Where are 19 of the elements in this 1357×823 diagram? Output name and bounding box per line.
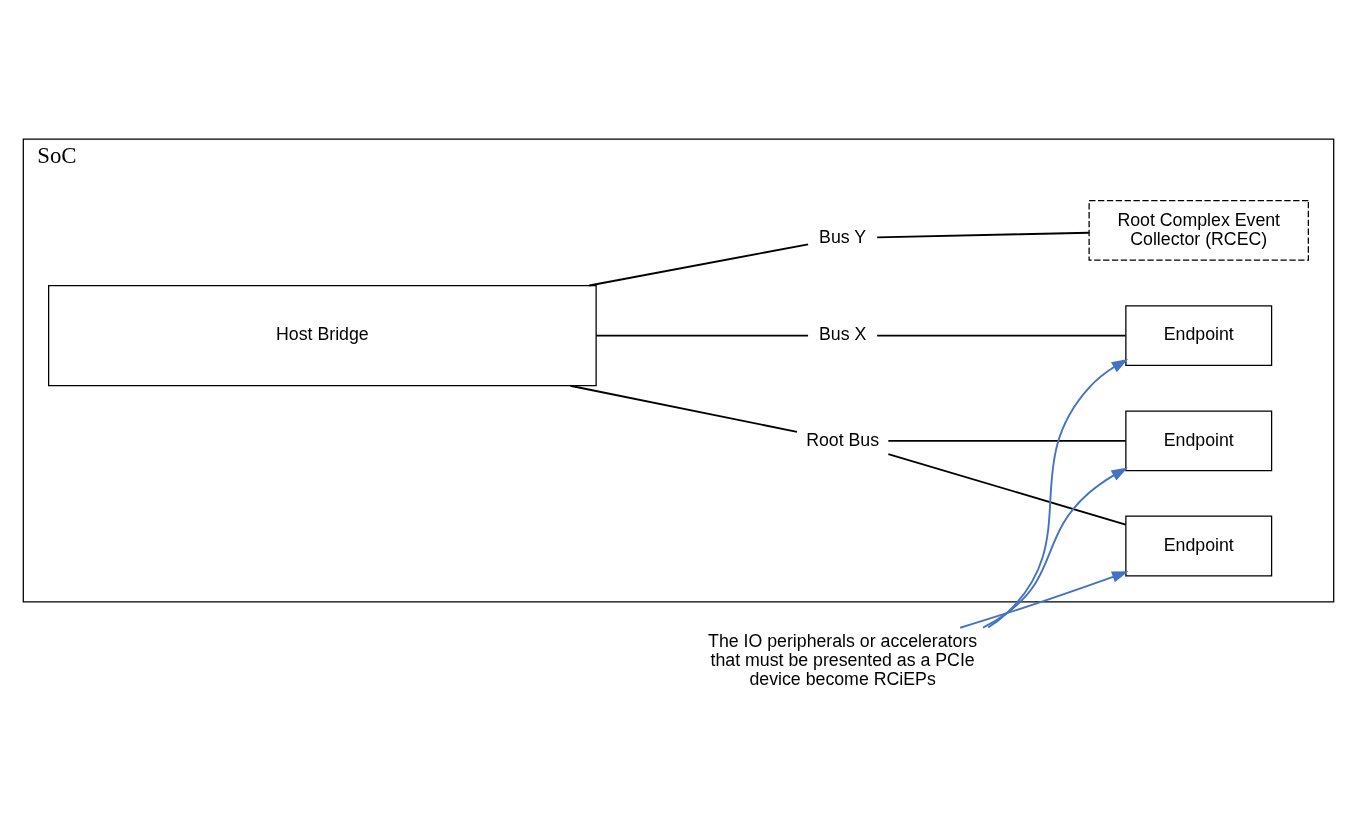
connector [876, 334, 1127, 337]
node-box: Endpoint [1125, 304, 1273, 366]
connector [876, 231, 1090, 238]
connector [569, 384, 798, 433]
node-text: Bus X [818, 323, 867, 344]
node-box: Endpoint [1125, 515, 1273, 576]
node-text: Bus Y [819, 226, 867, 247]
arrow [959, 570, 1129, 629]
connector [595, 334, 810, 337]
node-text: Root Bus [806, 429, 880, 450]
connector [887, 452, 1127, 526]
connector [887, 439, 1127, 442]
node-box: Endpoint [1125, 409, 1273, 471]
arrow [982, 466, 1128, 629]
connector [588, 242, 810, 286]
node-box: Host Bridge [48, 284, 597, 386]
node-text: The IO peripherals or accelerators that must be presented as a PCIe device become RCiEPs [708, 630, 978, 689]
arrow [987, 358, 1129, 628]
node-box: Root Complex Event Collector (RCEC) [1088, 199, 1309, 261]
